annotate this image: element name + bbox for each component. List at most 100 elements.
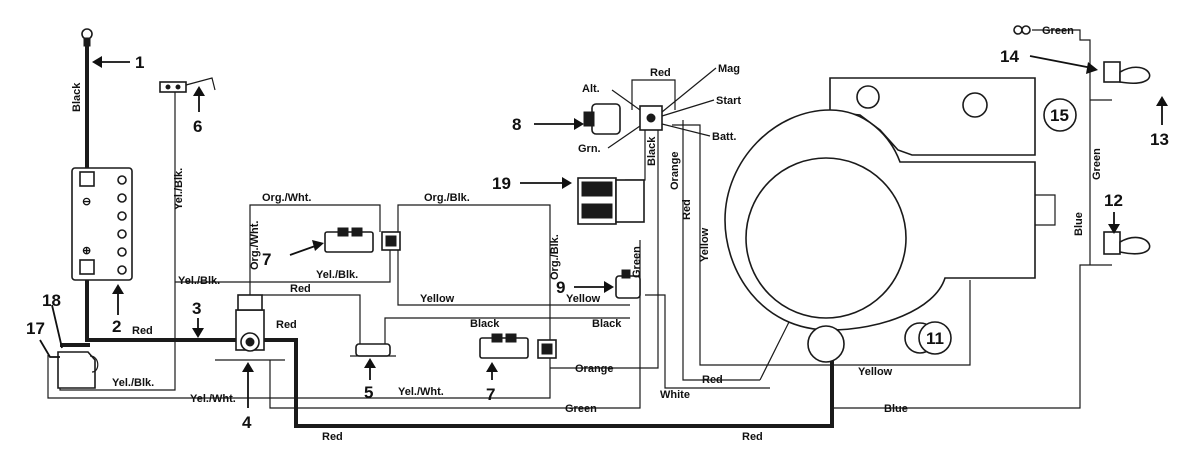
wire-black-mid [384,317,630,345]
callout-arrows [39,55,1168,408]
label-yellow-mid: Yellow [420,293,455,305]
label-green-light-top: Green [1042,25,1074,37]
callout-3: 3 [192,299,201,318]
label-green-light-vertical: Green [1091,148,1103,180]
wire-yellow-engine [672,124,971,366]
wire-yel-wht-bottom [47,355,551,399]
wire-engine-loop [759,319,791,381]
connector-6 [159,77,216,93]
terminal-grn: Grn. [578,143,601,155]
ignition-switch [583,103,663,135]
label-black-mid: Black [470,318,500,330]
label-black-key: Black [646,136,658,166]
label-red-bottom-right: Red [742,431,763,443]
callout-circle-15 [1043,98,1077,132]
battery-plus-mark: ⊕ [82,245,91,257]
connector-7-lower [479,333,557,359]
callout-2: 2 [112,317,121,336]
battery: ⊖ ⊕ [71,167,133,281]
wire-white [645,294,770,389]
label-org-wht-vertical: Org./Wht. [249,221,261,271]
label-red-solenoid-top: Red [290,283,311,295]
callout-7-upper: 7 [262,250,271,269]
callout-1: 1 [135,53,144,72]
ground-clip [57,351,99,389]
callout-13: 13 [1150,130,1169,149]
wire-red-engine [682,120,760,381]
callout-8: 8 [512,115,521,134]
label-yel-blk-bottom: Yel./Blk. [112,377,154,389]
wire-green-light [1032,29,1091,265]
wire-org-wht [249,204,381,305]
terminal-batt: Batt. [712,131,736,143]
callout-6: 6 [193,117,202,136]
label-org-blk-vertical: Org./Blk. [549,234,561,280]
wire-red-key-top [631,79,676,110]
label-red-engine: Red [702,374,723,386]
label-orange-key: Orange [669,151,681,190]
wire-yellow-mid [397,250,630,306]
terminal-labels: Alt. Mag Start Batt. Grn. [578,63,741,155]
label-red-battery: Red [132,325,153,337]
terminal-start: Start [716,95,741,107]
label-yellow-key-vertical: Yellow [699,227,711,262]
connector-7-upper [324,227,401,253]
callout-numbers: 1 2 3 4 5 6 7 7 8 9 11 12 13 14 15 17 18… [26,47,1169,432]
callout-17: 17 [26,319,45,338]
wire-blue [832,264,1112,409]
callout-19: 19 [492,174,511,193]
label-orange-bottom: Orange [575,363,614,375]
module-5 [350,343,396,357]
callout-14: 14 [1000,47,1019,66]
callout-9: 9 [556,278,565,297]
label-yel-wht-bottom: Yel./Wht. [398,386,444,398]
label-org-blk-top: Org./Blk. [424,192,470,204]
label-green-vertical: Green [631,246,643,278]
callout-circle-11 [918,321,952,355]
label-white-bottom: White [660,389,690,401]
terminal-mag: Mag [718,63,740,75]
label-red-solenoid-right: Red [276,319,297,331]
wire-black-key [625,125,646,181]
battery-minus-mark: ⊖ [82,196,91,208]
label-yellow-engine: Yellow [858,366,893,378]
battery-negative-ring [81,28,93,47]
label-blue-bottom: Blue [884,403,908,415]
wires [47,29,1112,428]
callout-18: 18 [42,291,61,310]
wire-green-bottom [269,240,641,409]
starter-solenoid [215,294,285,361]
battery-positive-cable [85,270,238,342]
ground-ring-14 [1013,25,1031,35]
wire-red-solenoid [262,294,361,345]
label-yel-blk-mid: Yel./Blk. [316,269,358,281]
callout-12: 12 [1104,191,1123,210]
label-yel-wht-left: Yel./Wht. [190,393,236,405]
callout-11: 11 [926,329,944,348]
label-red-key-vertical: Red [681,199,693,220]
label-yel-blk-left: Yel./Blk. [178,275,220,287]
switch-9 [615,269,641,299]
callout-4: 4 [242,413,252,432]
relay-19 [577,177,645,225]
wire-orange [550,125,659,369]
label-black-switch: Black [592,318,622,330]
engine [724,77,1056,363]
label-red-bottom-left: Red [322,431,343,443]
terminal-alt: Alt. [582,83,600,95]
wire-yel-blk-mid [175,250,391,283]
headlight-lower [1103,231,1151,255]
label-black-battery: Black [71,82,83,112]
wire-org-blk [397,204,551,340]
label-yellow-switch: Yellow [566,293,601,305]
label-org-wht-top: Org./Wht. [262,192,312,204]
starter-cable [262,338,834,428]
headlight-upper [1103,61,1151,84]
label-green-bottom: Green [565,403,597,415]
label-red-key-top: Red [650,67,671,79]
callout-15: 15 [1050,106,1069,125]
callout-5: 5 [364,383,373,402]
callout-7-lower: 7 [486,385,495,404]
wire-labels: Black Red Yel./Blk. Org./Wht. Org./Wht. … [71,25,1103,443]
